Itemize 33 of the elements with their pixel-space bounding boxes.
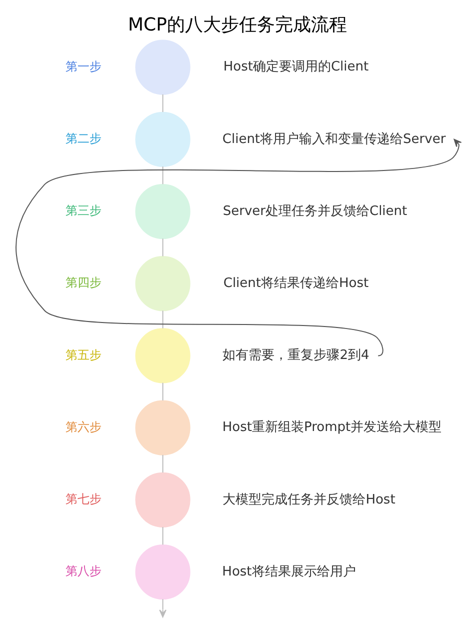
connector [162,310,163,329]
diagram-title: MCP的八大步任务完成流程 [128,14,346,36]
node-circle [134,328,190,384]
node-label: 第七步 [65,492,102,506]
connector [162,94,163,113]
node-text: Client将结果传递给Host [222,276,368,291]
node-label: 第四步 [65,276,102,290]
connector [162,526,163,546]
node-label: 第三步 [65,204,102,218]
node-text: Host将结果展示给用户 [222,564,356,580]
node-circle [134,112,190,167]
connector [162,166,163,185]
connector [162,382,163,401]
node-circle [134,184,190,240]
node-label: 第六步 [65,420,102,434]
node-label: 第二步 [65,131,102,146]
node-label: 第一步 [65,59,102,74]
node-circle [134,40,190,95]
node-text: Client将用户输入和变量传递给Server [222,132,446,147]
node-text: 大模型完成任务并反馈给Host [222,492,395,508]
node-text: Host确定要调用的Client [222,60,368,75]
arrow [15,138,462,356]
node-circle [134,544,190,600]
node-label: 第八步 [65,564,102,578]
connector [162,238,163,257]
node-text: Host重新组装Prompt并发送给大模型 [222,420,442,436]
node-circle [134,256,190,312]
node-circle [134,472,190,528]
node-text: Server处理任务并反馈给Client [222,204,407,219]
connector [162,454,163,474]
node-circle [134,400,190,456]
node-text: 如有需要，重复步骤2到4 [222,348,369,364]
node-label: 第五步 [65,348,102,362]
